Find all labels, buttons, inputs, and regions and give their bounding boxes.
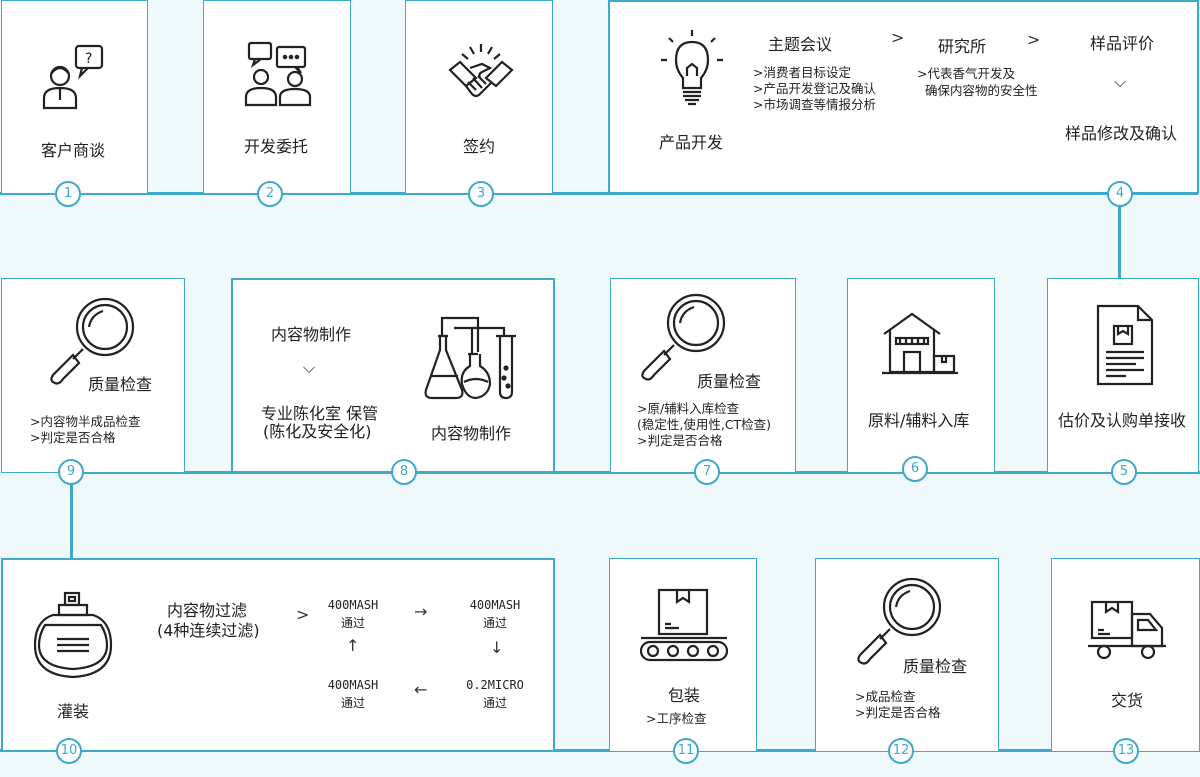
step-13-label: 交货 [1111, 691, 1144, 710]
step-4-sub-theme-meeting: 主题会议 [768, 35, 833, 54]
consultation-icon: ? [40, 44, 106, 110]
step-5-label: 估价及认购单接收 [1058, 411, 1187, 430]
arrow-left-icon: ← [414, 680, 428, 699]
step-10-sub-filtering: 内容物过滤 [167, 601, 248, 620]
warehouse-icon [882, 310, 958, 376]
step-8-sub-aging-room: 专业陈化室 保管 [261, 404, 379, 423]
step-number-12: 12 [888, 738, 914, 764]
step-7-note: >判定是否合格 [637, 433, 723, 448]
chevron-down-icon: ⌵ [1114, 72, 1127, 91]
step-12-label: 质量检查 [903, 657, 968, 676]
connector-row-1 [0, 192, 1198, 195]
step-4-sub-lab: 研究所 [938, 37, 987, 56]
step-number-6: 6 [902, 456, 928, 482]
step-number-10: 10 [56, 738, 82, 764]
chevron-right-icon: > [1027, 30, 1041, 49]
step-9-note: >判定是否合格 [30, 430, 116, 445]
magnifier-icon [45, 293, 141, 389]
step-10-sub-filter-note: (4种连续过滤) [157, 621, 260, 640]
step-4-box [608, 0, 1199, 194]
conveyor-box-icon [639, 588, 729, 664]
arrow-up-icon: ↑ [346, 636, 360, 655]
step-number-9: 9 [58, 459, 84, 485]
magnifier-icon [852, 573, 948, 669]
step-number-2: 2 [257, 181, 283, 207]
step-number-4: 4 [1107, 181, 1133, 207]
chevron-right-icon: > [891, 28, 905, 47]
step-10-label: 灌装 [57, 702, 90, 721]
lab-flask-icon [424, 306, 520, 402]
step-9-box [1, 278, 185, 473]
arrow-down-icon: ↓ [490, 638, 504, 657]
perfume-bottle-icon [33, 591, 113, 681]
step-6-box [847, 278, 995, 473]
step-8-label: 内容物制作 [431, 424, 512, 443]
step-3-label: 签约 [463, 137, 496, 156]
connector-row-3 [0, 749, 1200, 752]
step-1-box [1, 0, 148, 194]
step-7-note: >原/辅料入库检查 [637, 401, 740, 416]
step-7-box [610, 278, 796, 473]
arrow-right-icon: → [414, 602, 428, 621]
step-10-box [1, 558, 555, 752]
step-4-note: >代表香气开发及 [917, 66, 1015, 81]
step-4-sub-sample-eval: 样品评价 [1090, 34, 1155, 53]
step-8-sub-making: 内容物制作 [271, 325, 352, 344]
chevron-down-icon: ⌵ [303, 358, 316, 377]
lightbulb-icon [659, 28, 725, 112]
step-4-note: >消费者目标设定 [753, 65, 851, 80]
magnifier-icon [636, 289, 732, 385]
step-3-box [405, 0, 553, 194]
document-icon [1096, 304, 1154, 386]
step-number-11: 11 [673, 738, 699, 764]
step-4-note: 确保内容物的安全性 [925, 83, 1038, 98]
step-4-sub-sample-revision: 样品修改及确认 [1065, 124, 1178, 143]
step-7-label: 质量检查 [697, 372, 762, 391]
step-1-label: 客户商谈 [41, 141, 106, 160]
step-8-sub-aging-note: (陈化及安全化) [263, 422, 372, 441]
step-6-label: 原料/辅料入库 [868, 411, 970, 430]
step-4-note: >市场调查等情报分析 [753, 97, 876, 112]
step-4-label: 产品开发 [659, 133, 724, 152]
connector-left [70, 471, 73, 561]
step-13-box [1051, 558, 1200, 752]
step-7-note: (稳定性,使用性,CT检查) [637, 417, 772, 432]
step-12-note: >成品检查 [855, 689, 916, 704]
step-number-7: 7 [694, 459, 720, 485]
step-4-note: >产品开发登记及确认 [753, 81, 876, 96]
chevron-right-icon: > [296, 605, 310, 624]
step-number-13: 13 [1113, 738, 1139, 764]
step-number-8: 8 [391, 459, 417, 485]
step-2-label: 开发委托 [244, 137, 309, 156]
step-12-note: >判定是否合格 [855, 705, 941, 720]
step-number-1: 1 [55, 181, 81, 207]
step-12-box [815, 558, 999, 752]
step-11-label: 包装 [668, 686, 701, 705]
step-number-3: 3 [468, 181, 494, 207]
step-number-5: 5 [1111, 459, 1137, 485]
step-2-box [203, 0, 351, 194]
step-9-note: >内容物半成品检查 [30, 414, 141, 429]
step-9-label: 质量检查 [88, 375, 153, 394]
step-11-note: >工序检查 [646, 711, 707, 726]
handshake-icon [446, 38, 516, 108]
development-request-icon [243, 41, 313, 109]
svg-text:?: ? [85, 51, 92, 67]
delivery-truck-icon [1088, 600, 1168, 662]
